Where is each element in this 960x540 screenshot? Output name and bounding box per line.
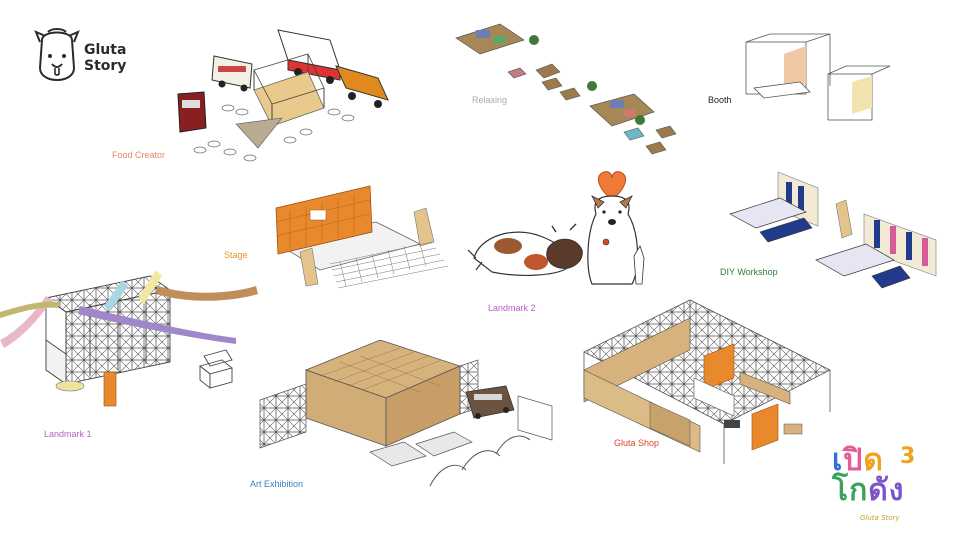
booth-structure-1 [745, 33, 831, 99]
lying-dog [467, 231, 571, 276]
dog-face-icon [34, 28, 80, 81]
yellow-tube [55, 380, 85, 392]
ribbon-pink [0, 296, 52, 348]
label-landmark-2: Landmark 2 [488, 303, 536, 313]
label-stage: Stage [224, 250, 248, 260]
label-landmark-1: Landmark 1 [44, 429, 92, 439]
relaxing-area [455, 23, 677, 155]
booth-area [745, 33, 891, 121]
display-table-2 [415, 431, 473, 457]
shop-orange-panel-2 [751, 403, 779, 451]
shade-sail [235, 117, 283, 149]
display-table-1 [369, 441, 427, 467]
exhibition-wall-panel [517, 395, 553, 441]
event-title-part-2: ปิ [843, 443, 864, 478]
heart-balloon [597, 171, 627, 201]
label-food-creator: Food Creator [112, 150, 166, 160]
ribbon-yellow [138, 270, 162, 304]
label-gluta-shop: Gluta Shop [614, 438, 660, 448]
gluta-story-logo: Gluta Story [34, 28, 134, 98]
food-court-pavilion [253, 53, 325, 127]
booth-structure-2 [827, 65, 891, 121]
white-cube [199, 349, 233, 389]
sitting-dog [587, 195, 639, 285]
potted-plants [529, 35, 645, 125]
food-truck-dark-red [177, 91, 207, 133]
food-truck-orange [335, 65, 389, 108]
workshop-table-1 [729, 197, 807, 229]
event-title-part-3: ด [863, 443, 884, 478]
event-logo: เปิด โกดัง 3 Gluta Story [826, 444, 926, 528]
gluta-shop-area [583, 299, 831, 464]
stage-standee-right [413, 207, 435, 247]
food-truck-red [277, 29, 341, 84]
pallet-deck-2 [589, 93, 655, 127]
event-edition-number: 3 [900, 444, 916, 469]
ribbon-purple [78, 306, 236, 344]
label-diy-workshop: DIY Workshop [720, 267, 778, 277]
event-title: เปิด โกดัง [832, 446, 904, 506]
small-dog-pair [546, 223, 645, 285]
food-creator-area [177, 29, 389, 162]
stage-area [275, 185, 449, 289]
food-truck-white [211, 55, 253, 92]
event-title-part-5: ดัง [868, 473, 905, 508]
ribbon-olive [0, 301, 60, 318]
brand-name-line2: Story [84, 58, 127, 74]
ribbon-blue [104, 280, 128, 312]
event-title-part-4: โก [832, 473, 869, 508]
dining-tables [193, 104, 355, 162]
label-art-exhibition: Art Exhibition [250, 479, 304, 489]
ribbon-tan [156, 286, 258, 301]
stage-standee-left [299, 247, 319, 287]
art-exhibition-area [259, 339, 553, 487]
orange-pillar [103, 371, 117, 407]
shop-bench [724, 420, 740, 428]
diy-workshop-area [729, 171, 937, 289]
workshop-table-2 [815, 243, 895, 277]
audience-seating [329, 241, 449, 289]
shop-counter [739, 371, 791, 405]
curved-panels [429, 435, 531, 487]
workshop-standee [835, 199, 853, 239]
shop-orange-panel-1 [703, 343, 735, 391]
event-subtitle: Gluta Story [860, 514, 900, 522]
camper-van [465, 385, 515, 419]
landmark1-area [0, 270, 258, 407]
pallet-deck-1 [455, 23, 525, 55]
landmark2-area [467, 171, 645, 285]
label-booth: Booth [708, 95, 732, 105]
label-relaxing: Relaxing [472, 95, 508, 105]
brand-name-line1: Gluta [84, 42, 127, 58]
workshop-panel-2 [863, 213, 937, 277]
event-title-part-1: เ [832, 443, 844, 478]
